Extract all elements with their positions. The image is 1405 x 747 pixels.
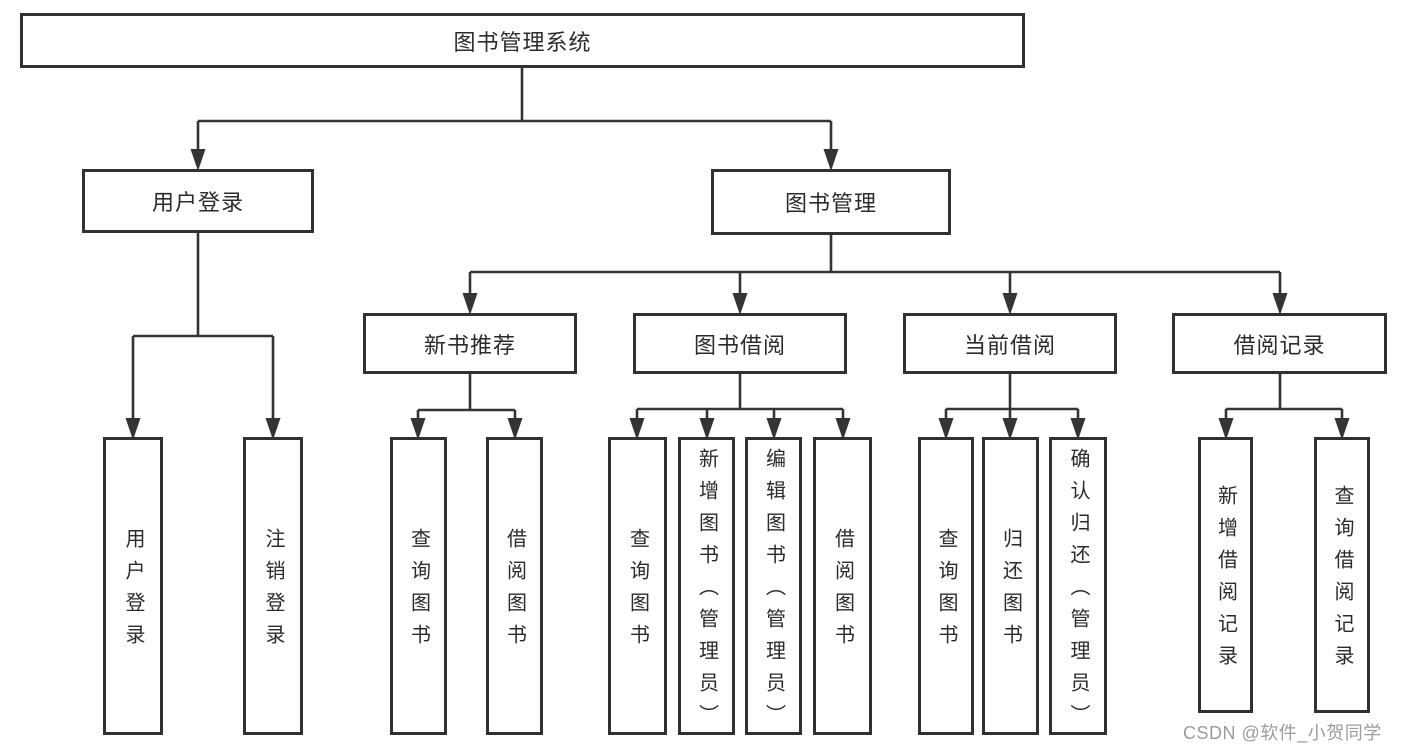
leaf-logout: 注销登录 bbox=[243, 437, 303, 735]
node-root: 图书管理系统 bbox=[20, 13, 1025, 68]
leaf-borrow-books: 借阅图书 bbox=[813, 437, 872, 735]
leaf-return-books: 归还图书 bbox=[982, 437, 1039, 735]
leaf-current-query-books-label: 查询图书 bbox=[935, 528, 957, 656]
leaf-edit-books-admin: 编辑图书（管理员） bbox=[745, 437, 802, 736]
node-borrow-records: 借阅记录 bbox=[1172, 313, 1387, 374]
leaf-add-borrow-record-label: 新增借阅记录 bbox=[1214, 485, 1237, 677]
leaf-borrow-books-label: 借阅图书 bbox=[831, 528, 854, 656]
leaf-recommend-query-books-label: 查询图书 bbox=[407, 528, 430, 656]
node-user-login: 用户登录 bbox=[82, 169, 314, 233]
leaf-borrow-query-books-label: 查询图书 bbox=[626, 528, 649, 656]
leaf-recommend-borrow-books: 借阅图书 bbox=[486, 437, 543, 735]
leaf-query-borrow-record-label: 查询借阅记录 bbox=[1331, 485, 1353, 677]
leaf-current-query-books: 查询图书 bbox=[918, 437, 974, 735]
leaf-user-login: 用户登录 bbox=[103, 437, 163, 735]
node-book-borrow: 图书借阅 bbox=[633, 313, 847, 374]
leaf-add-books-admin: 新增图书（管理员） bbox=[678, 437, 735, 736]
leaf-add-borrow-record: 新增借阅记录 bbox=[1198, 437, 1253, 713]
leaf-recommend-query-books: 查询图书 bbox=[390, 437, 447, 735]
leaf-confirm-return-admin: 确认归还（管理员） bbox=[1049, 437, 1107, 736]
node-book-management: 图书管理 bbox=[711, 169, 951, 235]
leaf-user-login-label: 用户登录 bbox=[122, 528, 144, 656]
leaf-logout-label: 注销登录 bbox=[262, 528, 284, 656]
node-current-borrow: 当前借阅 bbox=[903, 313, 1117, 374]
leaf-confirm-return-admin-label: 确认归还（管理员） bbox=[1067, 448, 1089, 736]
leaf-query-borrow-record: 查询借阅记录 bbox=[1314, 437, 1370, 713]
node-new-book-recommend: 新书推荐 bbox=[363, 313, 577, 374]
leaf-add-books-admin-label: 新增图书（管理员） bbox=[695, 448, 718, 736]
leaf-return-books-label: 归还图书 bbox=[999, 528, 1022, 656]
leaf-edit-books-admin-label: 编辑图书（管理员） bbox=[762, 448, 785, 736]
leaf-recommend-borrow-books-label: 借阅图书 bbox=[503, 528, 526, 656]
csdn-watermark: CSDN @软件_小贺同学 bbox=[1183, 723, 1382, 743]
leaf-borrow-query-books: 查询图书 bbox=[608, 437, 667, 735]
